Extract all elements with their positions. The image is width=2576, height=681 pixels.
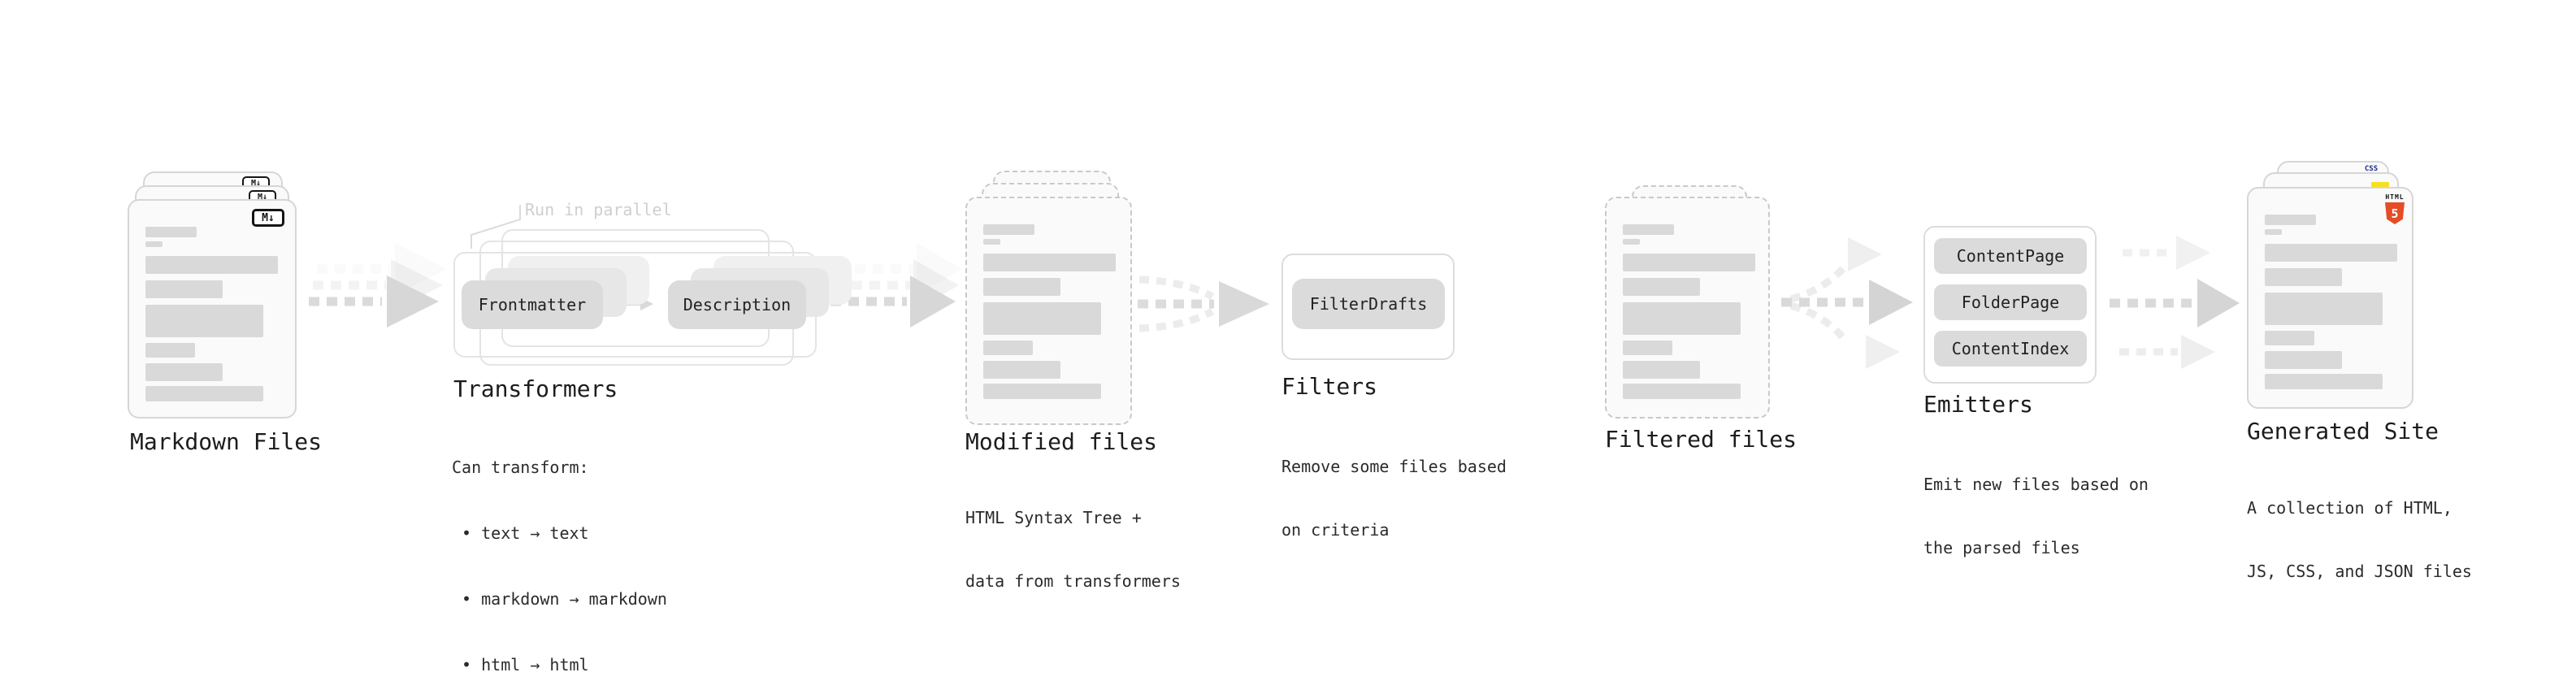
css-icon-label: CSS — [2364, 165, 2379, 173]
arrow-transformers-to-modified — [830, 243, 962, 327]
modified-caption: HTML Syntax Tree + data from transformer… — [965, 465, 1181, 634]
emitters-caption: Emit new files based on the parsed files — [1923, 432, 2149, 601]
filters-caption: Remove some files based on criteria — [1281, 414, 1507, 583]
generated-file-card: HTML 5 — [2247, 187, 2413, 409]
stage-label-modified-files: Modified files — [965, 428, 1158, 455]
caption-line: Emit new files based on — [1923, 475, 2149, 494]
transformers-caption: Can transform: • text → text • markdown … — [452, 413, 667, 681]
folderpage-pill: FolderPage — [1934, 284, 2087, 320]
caption-line: A collection of HTML, — [2247, 498, 2452, 518]
arrow-filtered-to-emitters-diverge — [1781, 237, 1913, 369]
stage-label-markdown-files: Markdown Files — [130, 428, 323, 455]
caption-line: data from transformers — [965, 571, 1181, 591]
stage-label-generated-site: Generated Site — [2247, 418, 2439, 445]
caption-line: Can transform: — [452, 458, 589, 477]
caption-line: • text → text — [452, 523, 589, 543]
caption-line: HTML Syntax Tree + — [965, 508, 1142, 527]
caption-line: Remove some files based — [1281, 457, 1507, 476]
markdown-file-card: M↓ — [128, 199, 297, 419]
stage-label-filters: Filters — [1281, 373, 1378, 400]
stage-label-transformers: Transformers — [453, 375, 618, 402]
markdown-icon: M↓ — [252, 209, 284, 227]
contentindex-pill: ContentIndex — [1934, 331, 2087, 367]
generated-caption: A collection of HTML, JS, CSS, and JSON … — [2247, 455, 2472, 624]
caption-line: • markdown → markdown — [452, 589, 667, 609]
js-icon — [2371, 182, 2389, 191]
contentpage-pill: ContentPage — [1934, 238, 2087, 274]
html5-icon: HTML 5 — [2383, 193, 2406, 224]
modified-file-card — [965, 197, 1132, 425]
arrow-modified-to-filters-converge — [1138, 275, 1269, 332]
arrow-markdown-to-transformers — [309, 243, 447, 327]
stage-label-emitters: Emitters — [1923, 391, 2033, 418]
caption-line: on criteria — [1281, 520, 1390, 540]
filterdrafts-pill: FilterDrafts — [1292, 279, 1445, 329]
note-leader-line — [471, 205, 521, 249]
filtered-file-card — [1605, 197, 1770, 419]
frontmatter-pill: Frontmatter — [462, 280, 603, 329]
run-in-parallel-note: Run in parallel — [525, 200, 672, 219]
caption-line: JS, CSS, and JSON files — [2247, 562, 2472, 581]
html5-icon-shield: 5 — [2385, 202, 2405, 224]
stage-label-filtered-files: Filtered files — [1605, 426, 1798, 453]
description-pill: Description — [668, 280, 806, 329]
caption-line: • html → html — [452, 655, 589, 674]
arrow-emitters-to-generated — [2110, 236, 2240, 369]
caption-line: the parsed files — [1923, 538, 2080, 557]
html5-icon-word: HTML — [2385, 193, 2405, 201]
